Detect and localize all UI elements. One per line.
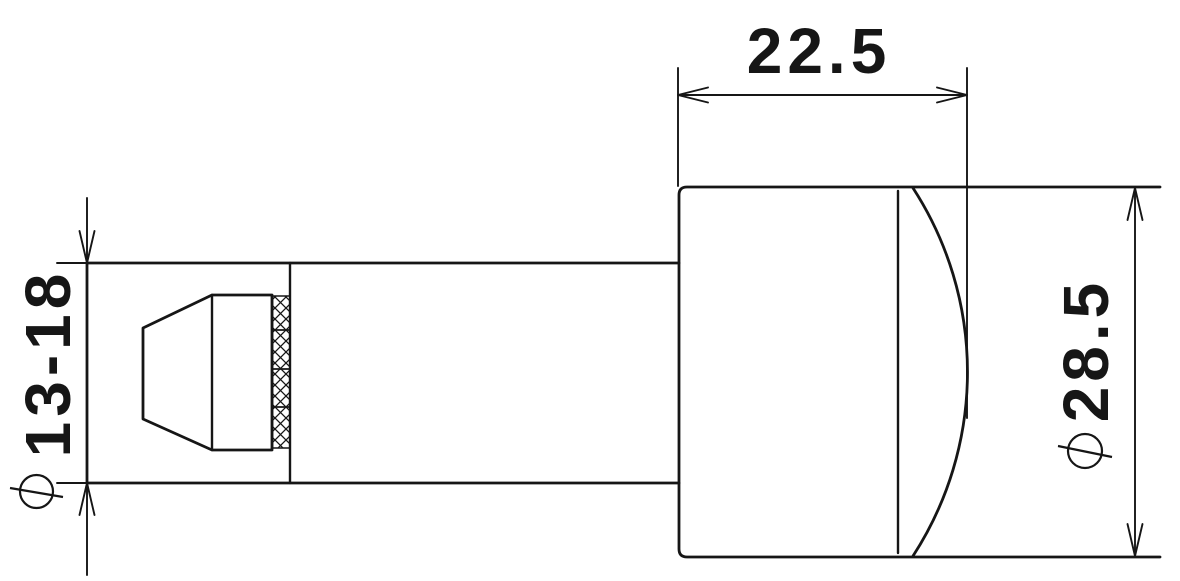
arrowhead-top (78, 230, 96, 264)
knurl-segment-lines (271, 329, 291, 408)
dimension-top-length: 22.5 (677, 15, 968, 419)
arrowhead-right (936, 86, 968, 104)
part-outline (56, 185, 1162, 559)
diameter-symbol (9, 473, 64, 510)
end-cap-body (677, 185, 1162, 559)
shaft-body (85, 261, 681, 485)
knurl-hatch-strip (271, 295, 291, 449)
arrowhead-top (1126, 187, 1144, 221)
dimension-left-diameter: 13-18 (9, 197, 96, 576)
collet-cone (141, 293, 274, 452)
length-label: 22.5 (747, 15, 892, 87)
arrowhead-left (677, 86, 709, 104)
diameter-symbol (1057, 432, 1113, 470)
left-diameter-label: 13-18 (12, 269, 84, 458)
right-diameter-label: 28.5 (1050, 278, 1122, 423)
dome-arc (911, 186, 969, 558)
arrowhead-bottom (1126, 523, 1144, 557)
arrowhead-bottom (78, 482, 96, 516)
shaft-extension-stubs (56, 262, 88, 484)
dimension-right-diameter: 28.5 (1050, 187, 1144, 557)
